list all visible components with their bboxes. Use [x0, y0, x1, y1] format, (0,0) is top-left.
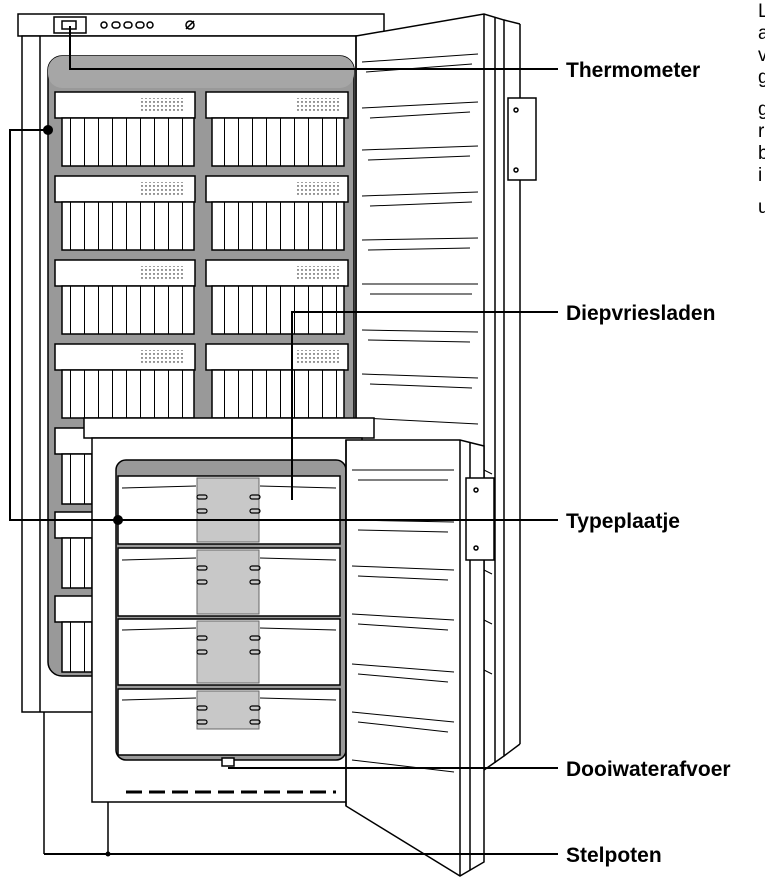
cut-off-text-line-8: i	[758, 165, 763, 186]
drawers-left-column	[54, 91, 196, 673]
cut-off-text-line-9: u	[758, 197, 765, 218]
control-knob-1	[100, 21, 108, 29]
cut-off-text-line-3: v	[758, 45, 765, 66]
door-handle	[507, 97, 537, 181]
control-knob-2	[111, 21, 121, 29]
label-defrost-drain: Dooiwaterafvoer	[566, 758, 731, 781]
cut-off-text-line-4: g	[758, 67, 765, 88]
label-freezer-drawers: Diepvriesladen	[566, 302, 716, 325]
label-thermometer: Thermometer	[566, 59, 701, 82]
power-symbol-icon	[185, 20, 195, 30]
label-rating-plate: Typeplaatje	[566, 510, 680, 533]
defrost-drain	[221, 757, 235, 767]
small-freezer-drawers	[117, 475, 341, 756]
leader-dots	[43, 125, 123, 857]
control-knob-5	[146, 21, 154, 29]
label-adjustable-feet: Stelpoten	[566, 844, 662, 867]
leader-rating-plate	[9, 129, 558, 521]
rating-plate-dot-upper	[43, 125, 53, 135]
cut-off-text-line-2: a	[758, 23, 765, 44]
rating-plate-dot-lower	[113, 515, 123, 525]
leader-freezer-drawers	[291, 311, 558, 500]
cut-off-text-line-7: b	[758, 143, 765, 164]
worktop	[83, 417, 375, 439]
cut-off-text-line-6: r	[758, 121, 765, 142]
small-freezer-door	[345, 439, 495, 877]
leader-thermometer	[69, 26, 558, 70]
cut-off-text-line-5: g	[758, 99, 765, 120]
small-freezer	[83, 417, 495, 877]
control-knob-4	[135, 21, 145, 29]
control-knob-3	[123, 21, 133, 29]
feet-junction-dot	[105, 851, 111, 857]
cut-off-text-line-1: L	[758, 1, 765, 22]
leader-lines	[9, 26, 558, 855]
drawers-right-column	[205, 91, 349, 419]
